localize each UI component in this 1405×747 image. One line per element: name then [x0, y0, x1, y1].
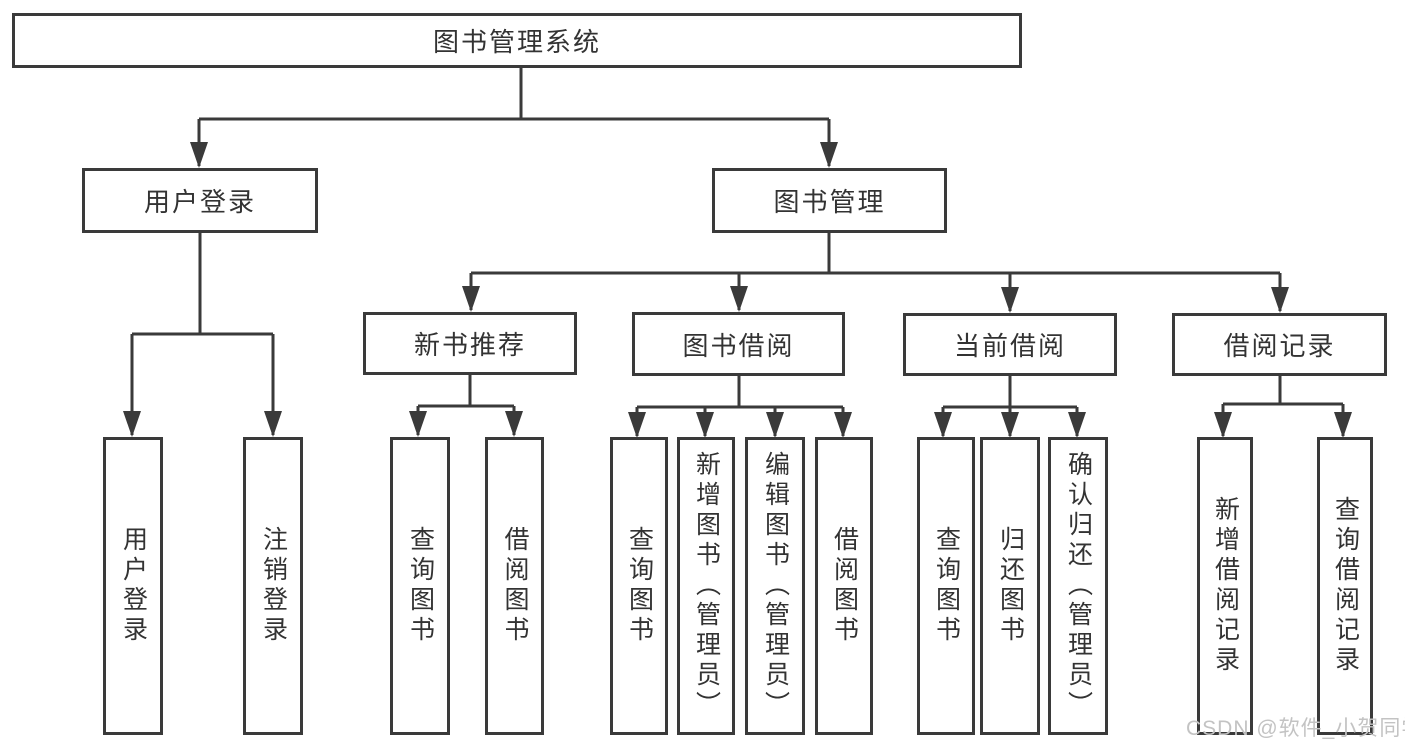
node-root-label: 图书管理系统: [432, 27, 601, 57]
leaf-borrow-books-newbook: 借阅图书: [485, 437, 544, 735]
node-user-login-label: 用户登录: [143, 187, 256, 217]
leaf-confirm-return-admin: 确认归还（管理员）: [1048, 437, 1108, 735]
leaf-logout-label: 注销登录: [259, 526, 288, 646]
leaf-borrow-books-borrow-label: 借阅图书: [830, 526, 859, 646]
leaf-edit-book-admin: 编辑图书（管理员）: [745, 437, 805, 735]
node-book-borrow-label: 图书借阅: [682, 330, 795, 361]
csdn-watermark: CSDN @软件_小贺同学: [1186, 717, 1405, 740]
leaf-user-login-label: 用户登录: [119, 526, 148, 646]
leaf-user-login: 用户登录: [103, 437, 163, 735]
leaf-return-book-label: 归还图书: [996, 526, 1025, 646]
leaf-add-borrow-record-label: 新增借阅记录: [1211, 496, 1240, 676]
leaf-query-borrow-record-label: 查询借阅记录: [1331, 496, 1360, 676]
node-root-library-system: 图书管理系统: [12, 13, 1022, 68]
leaf-borrow-books-newbook-label: 借阅图书: [501, 526, 529, 646]
node-user-login: 用户登录: [82, 168, 318, 233]
node-borrow-records: 借阅记录: [1172, 313, 1387, 376]
leaf-query-books-borrow: 查询图书: [610, 437, 668, 735]
node-current-borrow: 当前借阅: [903, 313, 1117, 376]
leaf-query-books-current: 查询图书: [917, 437, 975, 735]
leaf-return-book: 归还图书: [980, 437, 1040, 735]
leaf-edit-book-admin-label: 编辑图书（管理员）: [761, 451, 790, 721]
leaf-borrow-books-borrow: 借阅图书: [815, 437, 873, 735]
node-current-borrow-label: 当前借阅: [953, 331, 1066, 361]
leaf-logout: 注销登录: [243, 437, 303, 735]
leaf-query-books-newbook: 查询图书: [390, 437, 450, 735]
node-new-book-recommend-label: 新书推荐: [413, 330, 526, 360]
leaf-confirm-return-admin-label: 确认归还（管理员）: [1064, 451, 1093, 721]
leaf-query-books-current-label: 查询图书: [932, 526, 961, 646]
node-new-book-recommend: 新书推荐: [363, 312, 577, 375]
node-book-management: 图书管理: [712, 168, 947, 233]
node-borrow-records-label: 借阅记录: [1223, 331, 1336, 361]
leaf-add-book-admin: 新增图书（管理员）: [677, 437, 735, 735]
node-book-borrow: 图书借阅: [632, 312, 845, 376]
leaf-add-borrow-record: 新增借阅记录: [1197, 437, 1253, 735]
leaf-query-books-newbook-label: 查询图书: [406, 526, 435, 646]
leaf-add-book-admin-label: 新增图书（管理员）: [692, 451, 721, 721]
node-book-management-label: 图书管理: [773, 187, 886, 217]
leaf-query-borrow-record: 查询借阅记录: [1317, 437, 1373, 735]
arrowhead-icons: [123, 142, 1352, 438]
leaf-query-books-borrow-label: 查询图书: [625, 526, 654, 646]
